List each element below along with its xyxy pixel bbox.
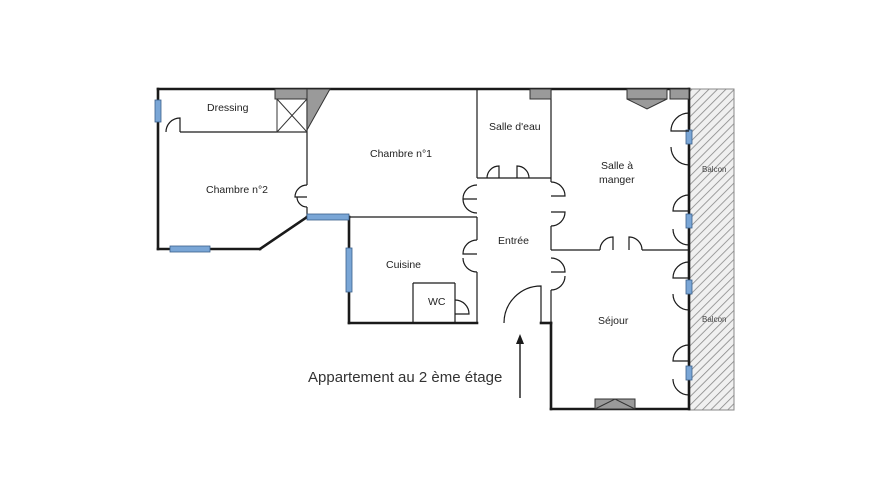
room-label-wc: WC: [428, 296, 446, 308]
room-label-salle-eau: Salle d'eau: [489, 121, 541, 133]
pillars: [274, 88, 690, 410]
room-label-chambre2: Chambre n°2: [206, 184, 268, 196]
doors: [165, 112, 690, 396]
balcony: [688, 88, 735, 411]
room-label-entree: Entrée: [498, 235, 529, 247]
room-label-sejour: Séjour: [598, 315, 629, 327]
entry-arrow: [516, 334, 524, 398]
plan-caption: Appartement au 2 ème étage: [308, 369, 502, 386]
windows: [154, 99, 693, 381]
room-label-cuisine: Cuisine: [386, 259, 421, 271]
room-label-salle-manger-2: manger: [599, 174, 635, 186]
balcony-label-upper: Balcon: [702, 165, 726, 174]
balcony-label-lower: Balcon: [702, 315, 726, 324]
room-label-chambre1: Chambre n°1: [370, 148, 432, 160]
room-label-dressing: Dressing: [207, 102, 249, 114]
room-label-salle-manger-1: Salle à: [601, 160, 633, 172]
walls: [156, 87, 691, 411]
